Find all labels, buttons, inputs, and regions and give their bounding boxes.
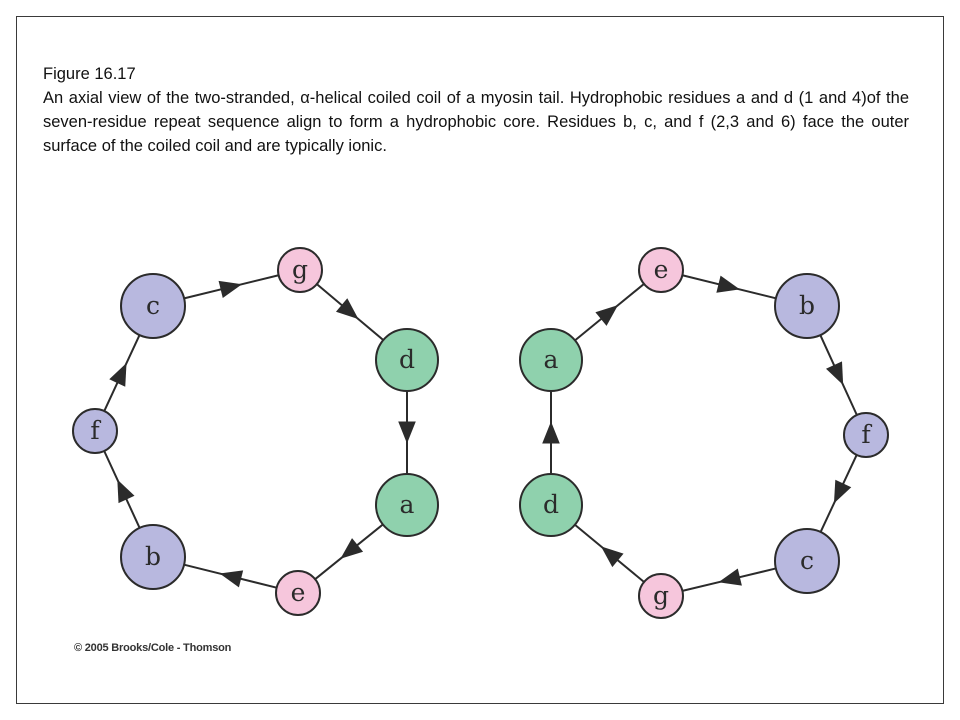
- left-helix-residue-a-label: a: [400, 490, 415, 519]
- right-helix-edge-e-to-b: [682, 274, 777, 300]
- left-helix-edge-b-to-f: [103, 450, 141, 529]
- left-helix-residue-e: e: [275, 570, 321, 616]
- right-helix-residue-f: f: [843, 412, 889, 458]
- right-helix-residue-b-circle: [774, 273, 840, 339]
- right-helix-residue-g: g: [638, 573, 684, 619]
- right-helix-edge-c-to-g: [682, 567, 777, 592]
- left-helix-edge-c-to-g: [183, 274, 279, 300]
- left-helix-residue-g: g: [277, 247, 323, 293]
- left-helix-residue-d-circle: [375, 328, 439, 392]
- left-helix-residue-e-circle: [275, 570, 321, 616]
- right-helix-residue-g-circle: [638, 573, 684, 619]
- right-helix-edge-b-to-f: [819, 334, 858, 416]
- left-helix-residue-g-label: g: [292, 255, 308, 284]
- left-helix-residue-c-circle: [120, 273, 186, 339]
- left-helix-residue-a-circle: [375, 473, 439, 537]
- figure-title: Figure 16.17: [43, 65, 136, 83]
- right-helix-residue-f-circle: [843, 412, 889, 458]
- right-helix-residue-e: e: [638, 247, 684, 293]
- left-helix-residue-d-label: d: [399, 345, 415, 374]
- left-helix-residue-e-label: e: [291, 578, 306, 607]
- left-helix-residue-g-circle: [277, 247, 323, 293]
- left-helix-residue-f-circle: [72, 408, 118, 454]
- left-helix-edge-e-to-b: [183, 563, 277, 589]
- helix-residues: a b c d e f g a b c d e f g: [72, 247, 889, 619]
- left-helix-residue-c: c: [120, 273, 186, 339]
- right-helix-residue-b: b: [774, 273, 840, 339]
- right-helix-edge-g-to-d: [574, 523, 645, 583]
- left-helix-residue-d: d: [375, 328, 439, 392]
- figure-caption: Figure 16.17 An axial view of the two-st…: [43, 62, 909, 158]
- right-helix-residue-g-label: g: [653, 581, 669, 610]
- right-helix-residue-c-label: c: [800, 546, 814, 575]
- right-helix-residue-c-circle: [774, 528, 840, 594]
- right-helix-residue-e-circle: [638, 247, 684, 293]
- left-helix-residue-b-circle: [120, 524, 186, 590]
- right-helix-residue-f-label: f: [861, 420, 872, 449]
- left-helix-residue-b-label: b: [145, 542, 161, 571]
- right-helix-residue-a-circle: [519, 328, 583, 392]
- right-helix-residue-d-label: d: [543, 490, 559, 519]
- left-helix-residue-b: b: [120, 524, 186, 590]
- helix-edges: [103, 274, 858, 592]
- figure-description: An axial view of the two-stranded, α-hel…: [43, 89, 909, 155]
- right-helix-edge-a-to-e: [574, 283, 645, 342]
- slide-frame: [16, 16, 944, 704]
- right-helix-residue-c: c: [774, 528, 840, 594]
- right-helix-residue-e-label: e: [654, 255, 669, 284]
- right-helix-edge-f-to-c: [819, 454, 858, 533]
- left-helix-edge-g-to-d: [316, 283, 384, 341]
- right-helix-residue-a-label: a: [544, 345, 559, 374]
- copyright-notice: © 2005 Brooks/Cole - Thomson: [74, 642, 232, 654]
- right-helix-residue-b-label: b: [799, 291, 815, 320]
- left-helix-residue-c-label: c: [146, 291, 160, 320]
- right-helix-residue-d-circle: [519, 473, 583, 537]
- right-helix-residue-a: a: [519, 328, 583, 392]
- left-helix-residue-a: a: [375, 473, 439, 537]
- left-helix-edge-f-to-c: [103, 334, 141, 412]
- left-helix-edge-a-to-e: [314, 523, 384, 580]
- right-helix-residue-d: d: [519, 473, 583, 537]
- left-helix-residue-f-label: f: [90, 416, 101, 445]
- left-helix-residue-f: f: [72, 408, 118, 454]
